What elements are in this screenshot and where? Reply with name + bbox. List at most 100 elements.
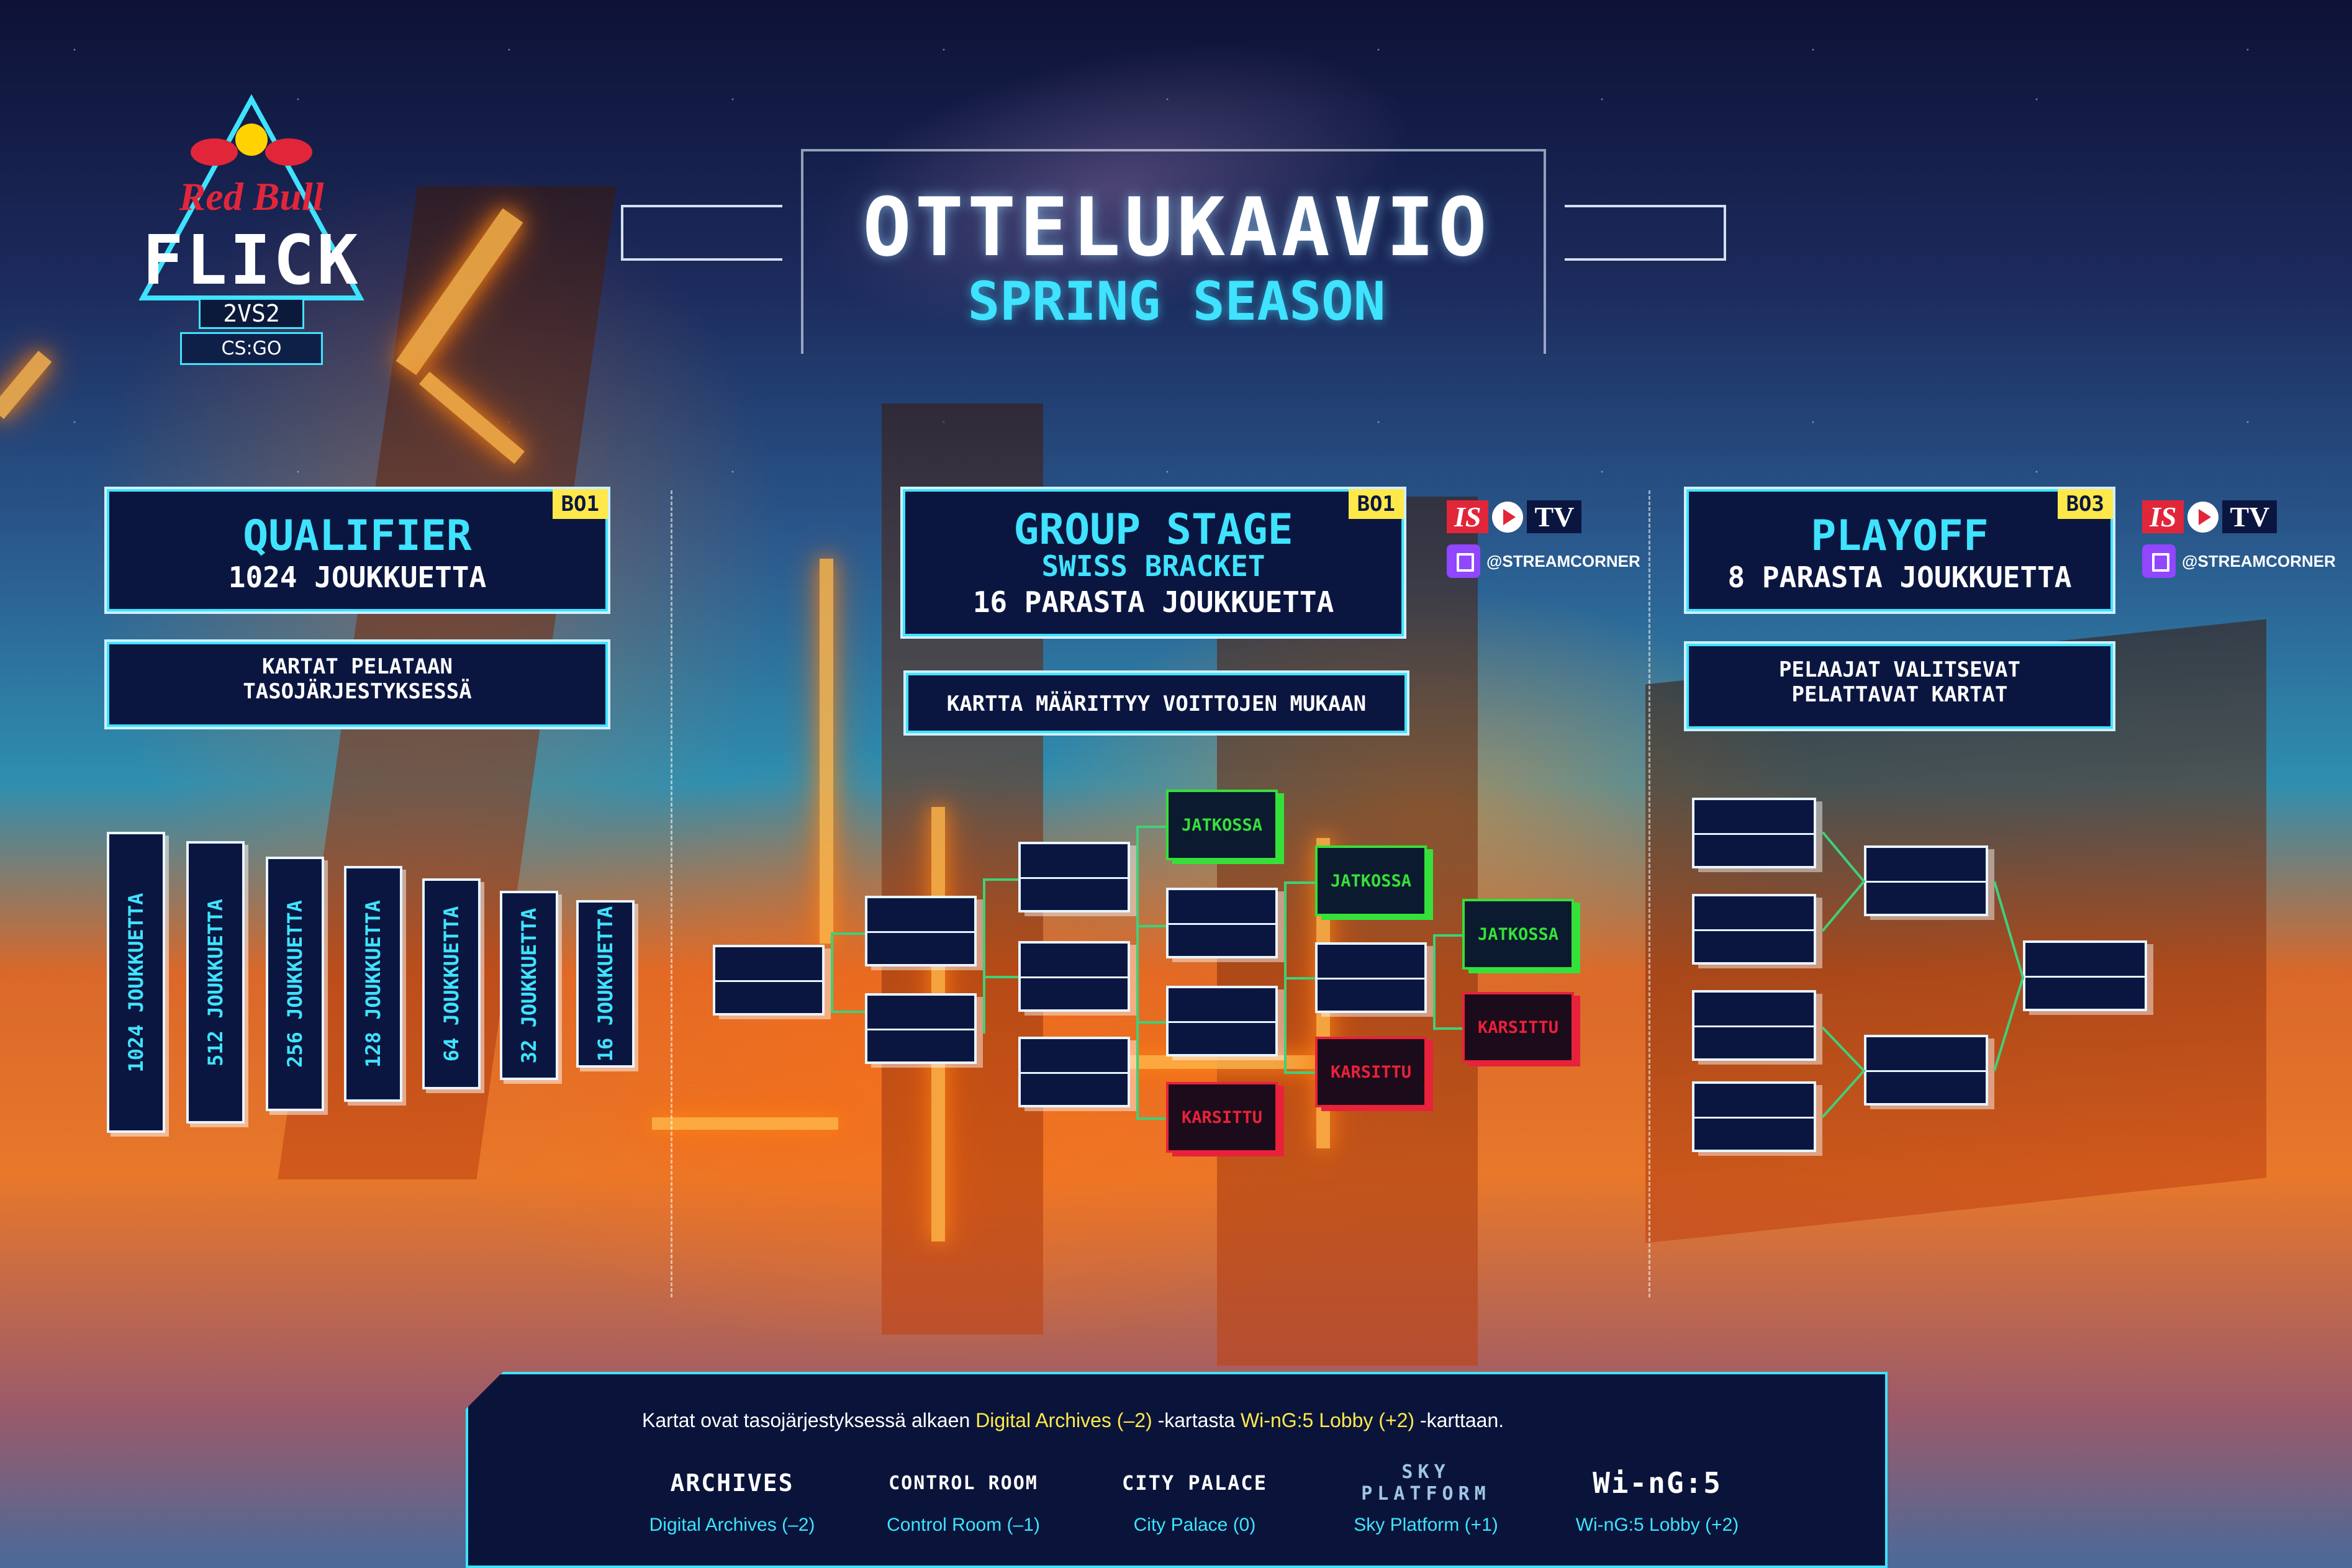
eliminated-box: KARSITTU	[1315, 1037, 1427, 1107]
round-label: 64 JOUKKUETTA	[440, 906, 463, 1062]
round-label: 32 JOUKKUETTA	[517, 908, 541, 1063]
bo-badge: BO3	[2057, 489, 2113, 519]
tv-logo: TV	[2222, 500, 2277, 533]
map-name: Sky Platform (+1)	[1354, 1515, 1498, 1535]
footer-text: -karttaan.	[1414, 1409, 1504, 1431]
connector-line	[1136, 1021, 1166, 1024]
logo-brand: Red Bull	[179, 174, 324, 219]
match-box	[713, 945, 825, 1016]
logo-name: FLICK	[142, 220, 361, 300]
match-box	[1018, 1037, 1130, 1107]
round-label: 256 JOUKKUETTA	[283, 900, 307, 1068]
map-order-footer: Kartat ovat tasojärjestyksessä alkaen Di…	[466, 1372, 1888, 1568]
match-box	[1166, 888, 1278, 958]
twitch-handle: @STREAMCORNER	[2182, 551, 2336, 570]
wing5-logo: Wi-nG:5	[1593, 1466, 1722, 1500]
match-box	[865, 993, 977, 1064]
twitch-handle: @STREAMCORNER	[1486, 551, 1640, 570]
map-name: City Palace (0)	[1133, 1515, 1256, 1535]
map-item: Wi-nG:5 Wi-nG:5 Lobby (+2)	[1567, 1455, 1747, 1536]
bo-badge: BO1	[1348, 489, 1404, 519]
connector-line	[1136, 925, 1166, 927]
playoff-match-box	[1864, 845, 1988, 916]
group-stage-note: KARTTA MÄÄRITTYY VOITTOJEN MUKAAN	[946, 692, 1367, 716]
round-column-64: 64 JOUKKUETTA	[422, 878, 481, 1089]
group-stage-subtitle: SWISS BRACKET	[1041, 549, 1265, 583]
round-column-512: 512 JOUKKUETTA	[186, 841, 245, 1124]
connector-line	[983, 878, 1018, 881]
section-divider	[671, 490, 672, 1297]
qualifier-note-line1: KARTAT PELATAAN	[261, 654, 453, 679]
logo-format: 2VS2	[199, 298, 304, 329]
advance-box: JATKOSSA	[1166, 790, 1278, 860]
eliminated-box: KARSITTU	[1462, 992, 1574, 1063]
connector-line	[983, 976, 1018, 978]
playoff-match-box	[1692, 1081, 1816, 1152]
group-stage-note-panel: KARTTA MÄÄRITTYY VOITTOJEN MUKAAN	[903, 670, 1409, 736]
map-list: ARCHIVES Digital Archives (–2) CONTROL R…	[642, 1455, 1747, 1536]
twitch-link[interactable]: @STREAMCORNER	[2142, 544, 2336, 578]
round-column-32: 32 JOUKKUETTA	[500, 891, 558, 1080]
round-column-16: 16 JOUKKUETTA	[576, 900, 635, 1068]
playoff-title: PLAYOFF	[1811, 511, 1989, 561]
footer-text: Kartat ovat tasojärjestyksessä alkaen	[642, 1409, 976, 1431]
neon-strip	[820, 559, 833, 944]
is-tv-logo[interactable]: IS TV	[1447, 500, 1640, 533]
qualifier-note-panel: KARTAT PELATAAN TASOJÄRJESTYKSESSÄ	[104, 639, 610, 729]
match-box	[1018, 842, 1130, 912]
playoff-match-box	[1692, 894, 1816, 965]
twitch-icon	[2142, 544, 2176, 578]
bo-badge: BO1	[552, 489, 608, 519]
section-divider	[1649, 490, 1650, 1297]
map-item: SKY PLATFORM Sky Platform (+1)	[1336, 1455, 1516, 1536]
playoff-connectors	[1821, 832, 2025, 1119]
group-stage-header-panel: BO1 GROUP STAGE SWISS BRACKET 16 PARASTA…	[900, 487, 1406, 639]
playoff-subtitle: 8 PARASTA JOUKKUETTA	[1727, 561, 2072, 594]
red-bull-flick-logo: Red Bull FLICK 2VS2 CS:GO	[106, 93, 397, 416]
sky-platform-logo: SKY PLATFORM	[1361, 1461, 1491, 1505]
match-box	[1166, 986, 1278, 1057]
round-column-1024: 1024 JOUKKUETTA	[107, 832, 165, 1133]
connector-line	[1136, 826, 1166, 828]
connector-line	[831, 932, 865, 935]
round-label: 128 JOUKKUETTA	[361, 900, 385, 1068]
playoff-match-box	[1864, 1035, 1988, 1106]
footer-text: -kartasta	[1152, 1409, 1241, 1431]
twitch-link[interactable]: @STREAMCORNER	[1447, 544, 1640, 578]
eliminated-box: KARSITTU	[1166, 1082, 1278, 1153]
connector-line	[1136, 826, 1139, 1117]
match-box	[1018, 941, 1130, 1012]
group-stage-title: GROUP STAGE	[1013, 505, 1293, 554]
season-subtitle: SPRING SEASON	[967, 271, 1386, 333]
connector-line	[831, 932, 833, 1013]
round-label: 1024 JOUKKUETTA	[124, 893, 148, 1072]
connector-line	[1433, 1027, 1462, 1030]
playoff-note-line2: PELATTAVAT KARTAT	[1791, 682, 2008, 707]
connector-line	[1136, 1117, 1166, 1120]
logo-game: CS:GO	[180, 332, 323, 365]
map-item: CONTROL ROOM Control Room (–1)	[874, 1455, 1054, 1536]
playoff-stream-info: IS TV @STREAMCORNER	[2142, 500, 2336, 578]
playoff-match-box	[1692, 798, 1816, 868]
playoff-final-box	[2023, 940, 2147, 1011]
twitch-icon	[1447, 544, 1480, 578]
connector-line	[1284, 881, 1315, 884]
footer-map-from: Digital Archives (–2)	[975, 1409, 1152, 1431]
advance-box: JATKOSSA	[1315, 845, 1427, 916]
match-box	[1315, 942, 1427, 1013]
connector-line	[1433, 934, 1462, 937]
map-name: Wi-nG:5 Lobby (+2)	[1575, 1515, 1739, 1535]
is-tv-logo[interactable]: IS TV	[2142, 500, 2336, 533]
round-column-128: 128 JOUKKUETTA	[344, 866, 402, 1102]
map-item: CITY PALACE City Palace (0)	[1105, 1455, 1285, 1536]
connector-line	[1284, 977, 1315, 980]
title-frame-right	[1565, 205, 1726, 261]
map-name: Digital Archives (–2)	[649, 1515, 815, 1535]
playoff-match-box	[1692, 990, 1816, 1061]
footer-map-to: Wi-nG:5 Lobby (+2)	[1240, 1409, 1415, 1431]
tv-logo: TV	[1527, 500, 1582, 533]
play-icon	[2187, 501, 2219, 533]
connector-line	[1284, 1071, 1315, 1074]
qualifier-title: QUALIFIER	[243, 511, 472, 561]
is-logo: IS	[2142, 500, 2184, 533]
